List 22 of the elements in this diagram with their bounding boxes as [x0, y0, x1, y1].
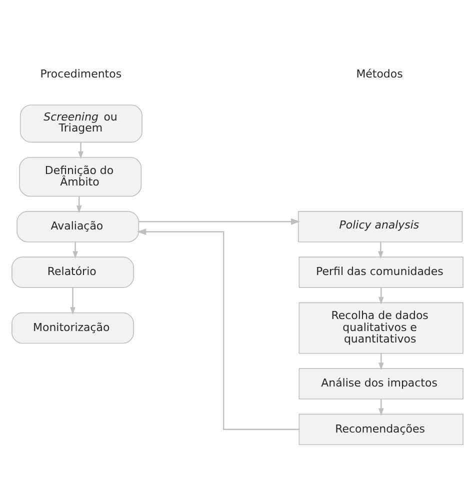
arrow — [70, 288, 76, 315]
node-box: Policy analysis — [298, 211, 463, 242]
node-box: Relatório — [12, 256, 134, 288]
arrow — [138, 218, 300, 225]
node-box: Análise dos impactos — [298, 368, 464, 400]
node-box: Monitorização — [12, 312, 134, 344]
arrow — [378, 399, 384, 416]
arrow — [76, 196, 82, 214]
arrow — [72, 242, 78, 259]
node-box: Recomendações — [298, 414, 464, 446]
arrow — [136, 228, 300, 430]
arrow — [378, 288, 384, 304]
node-box: Screening ou Triagem — [20, 104, 142, 143]
arrow — [378, 354, 384, 370]
node-box: Perfil das comunidades — [298, 256, 464, 288]
node-box: Recolha de dados qualitativos e quantitativos — [298, 302, 464, 354]
label: Métodos — [356, 67, 403, 80]
label: Procedimentos — [40, 67, 122, 80]
node-box: Definição do Âmbito — [19, 156, 142, 197]
node-box: Avaliação — [16, 211, 140, 242]
arrow — [378, 242, 384, 259]
arrow — [78, 142, 84, 159]
